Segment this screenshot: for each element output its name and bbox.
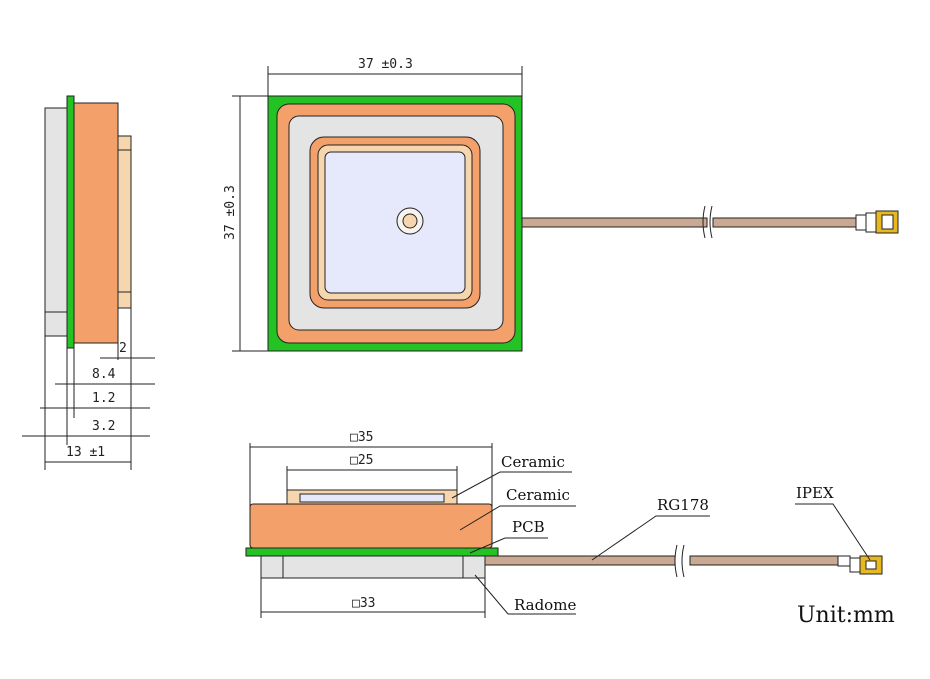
front-ipex-connector-icon — [837, 555, 883, 575]
label-ceramic-top: Ceramic — [501, 453, 565, 471]
top-ipex-connector-icon — [855, 210, 899, 234]
top-patch — [324, 151, 466, 294]
label-ipex: IPEX — [796, 484, 834, 502]
side-dim-1: 2 — [119, 341, 127, 356]
side-dim-3: 1.2 — [92, 391, 115, 406]
top-height-dim: 37 ±0.3 — [223, 185, 238, 240]
side-dim-4: 3.2 — [92, 419, 115, 434]
label-pcb: PCB — [512, 518, 545, 536]
front-view: □35 □25 □33 Cer — [245, 430, 883, 618]
side-radome — [44, 107, 68, 337]
side-pcb — [66, 95, 75, 349]
unit-label: Unit:mm — [797, 603, 895, 628]
label-radome: Radome — [514, 596, 576, 614]
front-radome — [260, 555, 486, 579]
front-cable — [484, 555, 676, 566]
top-view: 37 ±0.3 37 ±0.3 — [223, 57, 899, 352]
front-dim-top-inner: □25 — [350, 453, 373, 468]
front-pcb — [245, 547, 499, 557]
side-dim-5: 13 ±1 — [66, 445, 105, 460]
label-rg178: RG178 — [657, 496, 709, 514]
side-dim-2: 8.4 — [92, 367, 116, 382]
side-view: 2 8.4 1.2 3.2 13 ±1 — [22, 95, 155, 470]
top-cable — [521, 217, 708, 228]
side-ceramic — [73, 102, 119, 344]
label-ceramic-main: Ceramic — [506, 486, 570, 504]
front-dim-bottom: □33 — [352, 596, 375, 611]
top-width-dim: 37 ±0.3 — [358, 57, 413, 72]
front-ceramic-main — [249, 503, 493, 549]
front-dim-top-outer: □35 — [350, 430, 373, 445]
side-ceramic-top — [117, 135, 132, 309]
